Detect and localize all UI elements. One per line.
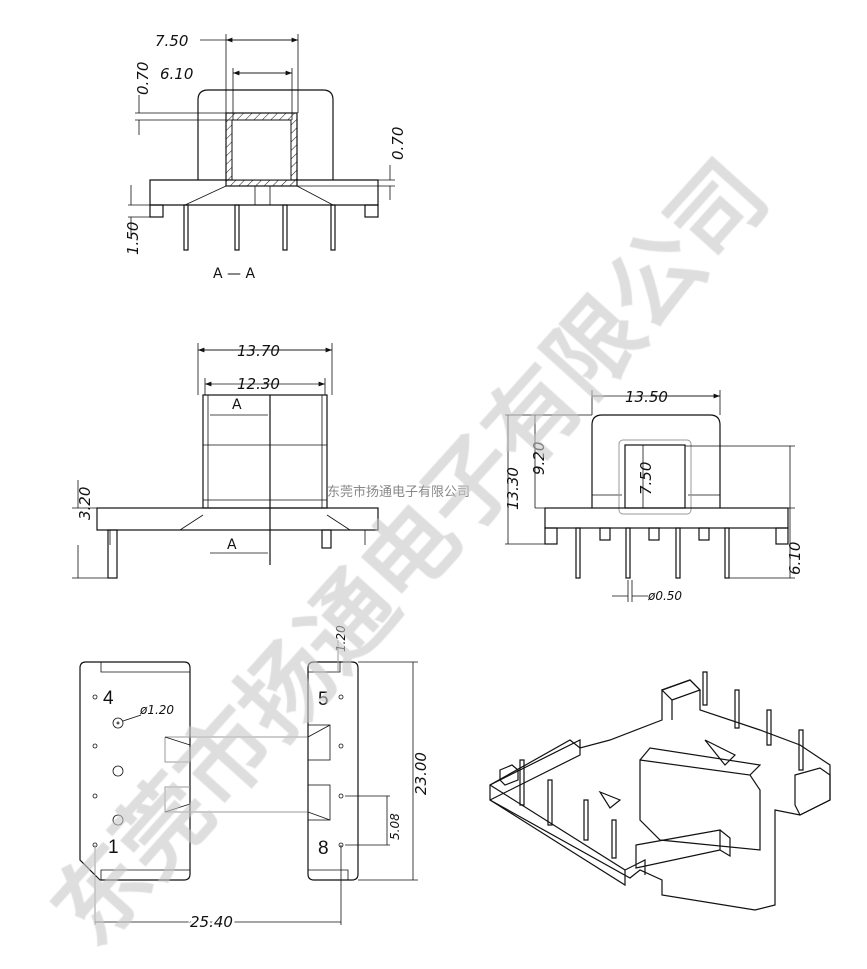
dim-top-offset: 1.20 (334, 625, 348, 652)
dim-inner-width: 6.10 (160, 65, 193, 83)
dim-wall-bottom: 0.70 (389, 127, 407, 160)
side-pins (544, 527, 789, 579)
pin-label-1: 1 (108, 837, 119, 858)
dim-total-height: 13.30 (504, 467, 522, 510)
cut-label-top: A (232, 397, 242, 413)
isometric-view (489, 671, 831, 911)
dim-side-width: 13.50 (625, 388, 668, 406)
dim-flange: 1.50 (124, 222, 142, 255)
pins (183, 204, 336, 251)
dim-flange-height: 3.20 (76, 487, 94, 520)
dim-pin-diameter: ø0.50 (647, 589, 682, 603)
dim-length: 23.00 (412, 752, 430, 795)
pin-label-8: 8 (318, 838, 329, 859)
dim-pitch: 5.08 (388, 813, 402, 840)
dim-outer-width-front: 13.70 (237, 342, 280, 360)
dim-outer-width: 7.50 (155, 32, 188, 50)
bottom-view: 4 1 5 8 ø1.20 1.20 23.00 5.08 25.40 (79, 625, 430, 934)
dim-pin-length: 6.10 (786, 542, 804, 575)
side-view: 13.50 13.30 9.20 7.50 6.10 ø0.50 (504, 388, 804, 603)
dim-hole: ø1.20 (139, 703, 174, 717)
dim-inner-width-front: 12.30 (237, 375, 280, 393)
dim-body-height: 9.20 (530, 442, 548, 475)
dim-row-spacing: 25.40 (190, 913, 233, 931)
pin-label-5: 5 (318, 689, 329, 710)
front-view: 13.70 12.30 A A 3.20 (72, 342, 379, 579)
cut-label-bottom: A (227, 537, 237, 553)
section-label: A — A (213, 266, 255, 282)
dim-window: 7.50 (637, 462, 655, 495)
pin-label-4: 4 (103, 688, 114, 709)
watermark-small: 东莞市扬通电子有限公司 (327, 484, 470, 500)
section-view: 7.50 6.10 0.70 0.70 1.50 A — A (124, 32, 407, 282)
dim-wall-top: 0.70 (134, 62, 152, 95)
